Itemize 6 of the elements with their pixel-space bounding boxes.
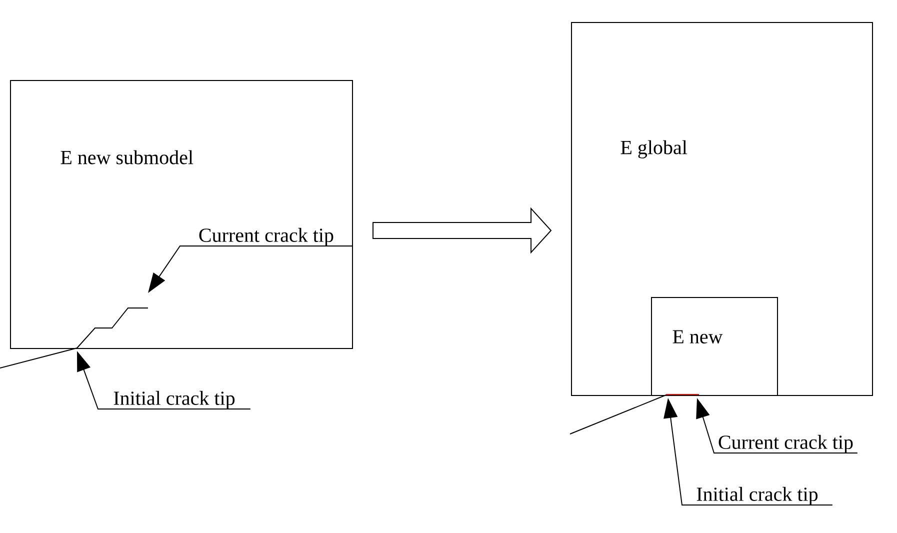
callout-label: Initial crack tip [114, 390, 235, 410]
block-arrow [372, 207, 552, 254]
callout-label: Current crack tip [199, 228, 334, 246]
callout-label: Current crack tip [718, 434, 853, 454]
callout-label: Initial crack tip [696, 486, 818, 506]
submodel-box: E new [651, 297, 778, 396]
